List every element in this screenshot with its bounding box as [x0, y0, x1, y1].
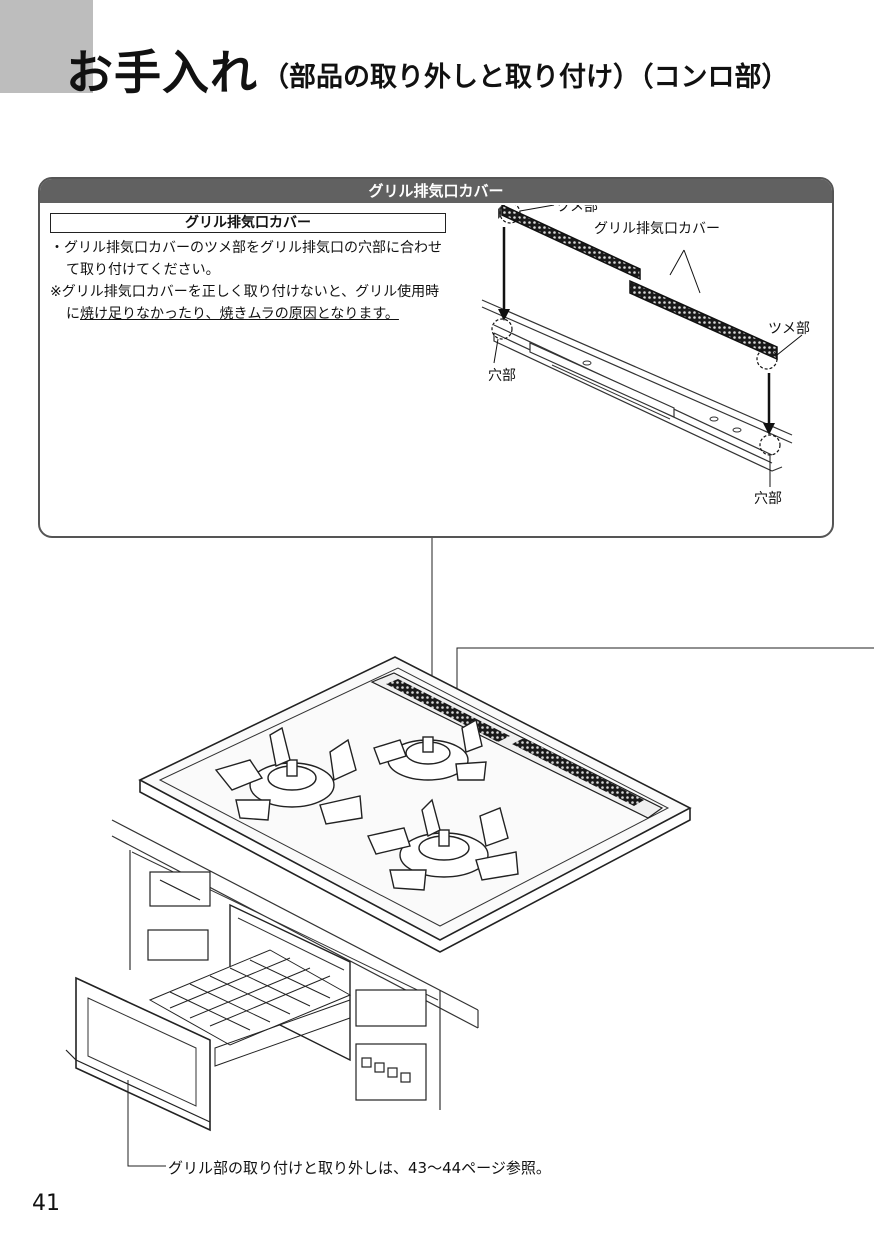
burner-left [214, 726, 363, 825]
section-tab-block [0, 0, 93, 93]
note-warning-text: ※グリル排気口カバーを正しく取り付けないと、グリル使用時に [50, 284, 440, 322]
burner-top-right [373, 718, 487, 781]
cover-install-diagram: ツメ部 グリル排気口カバー ツメ部 穴部 穴部 [481, 205, 810, 507]
page-title: お手入れ [66, 46, 258, 101]
grill-rack [148, 949, 352, 1067]
label-hole-left: 穴部 [488, 368, 516, 384]
burner-front [367, 798, 519, 891]
control-panel-right [355, 989, 427, 1101]
panel-header: グリル排気口カバー [40, 179, 832, 203]
footer-reference-note: グリル部の取り付けと取り外しは、43〜44ページ参照。 [168, 1159, 551, 1177]
label-tsume-right: ツメ部 [768, 321, 810, 337]
note-warning: ※グリル排気口カバーを正しく取り付けないと、グリル使用時に焼け足りなかったり、焼… [50, 281, 452, 325]
grill-cover-panel: グリル排気口カバー グリル排気口カバー ・グリル排気口カバーのツメ部をグリル排気… [38, 177, 834, 538]
note-warning-underlined: 焼け足りなかったり、焼きムラの原因となります。 [80, 306, 399, 322]
note-install: ・グリル排気口カバーのツメ部をグリル排気口の穴部に合わせて取り付けてください。 [50, 240, 442, 278]
label-hole-right: 穴部 [754, 491, 782, 507]
page-number: 41 [32, 1191, 60, 1216]
panel-sub-title: グリル排気口カバー [50, 213, 446, 233]
label-tsume-top: ツメ部 [556, 205, 598, 215]
label-cover: グリル排気口カバー [594, 221, 720, 237]
page-subtitle: （部品の取り外しと取り付け）（コンロ部） [262, 62, 789, 93]
instruction-notes: ・グリル排気口カバーのツメ部をグリル排気口の穴部に合わせて取り付けてください。 … [50, 237, 452, 325]
grill-drawer-front [75, 976, 211, 1132]
control-panel-left [147, 871, 211, 961]
